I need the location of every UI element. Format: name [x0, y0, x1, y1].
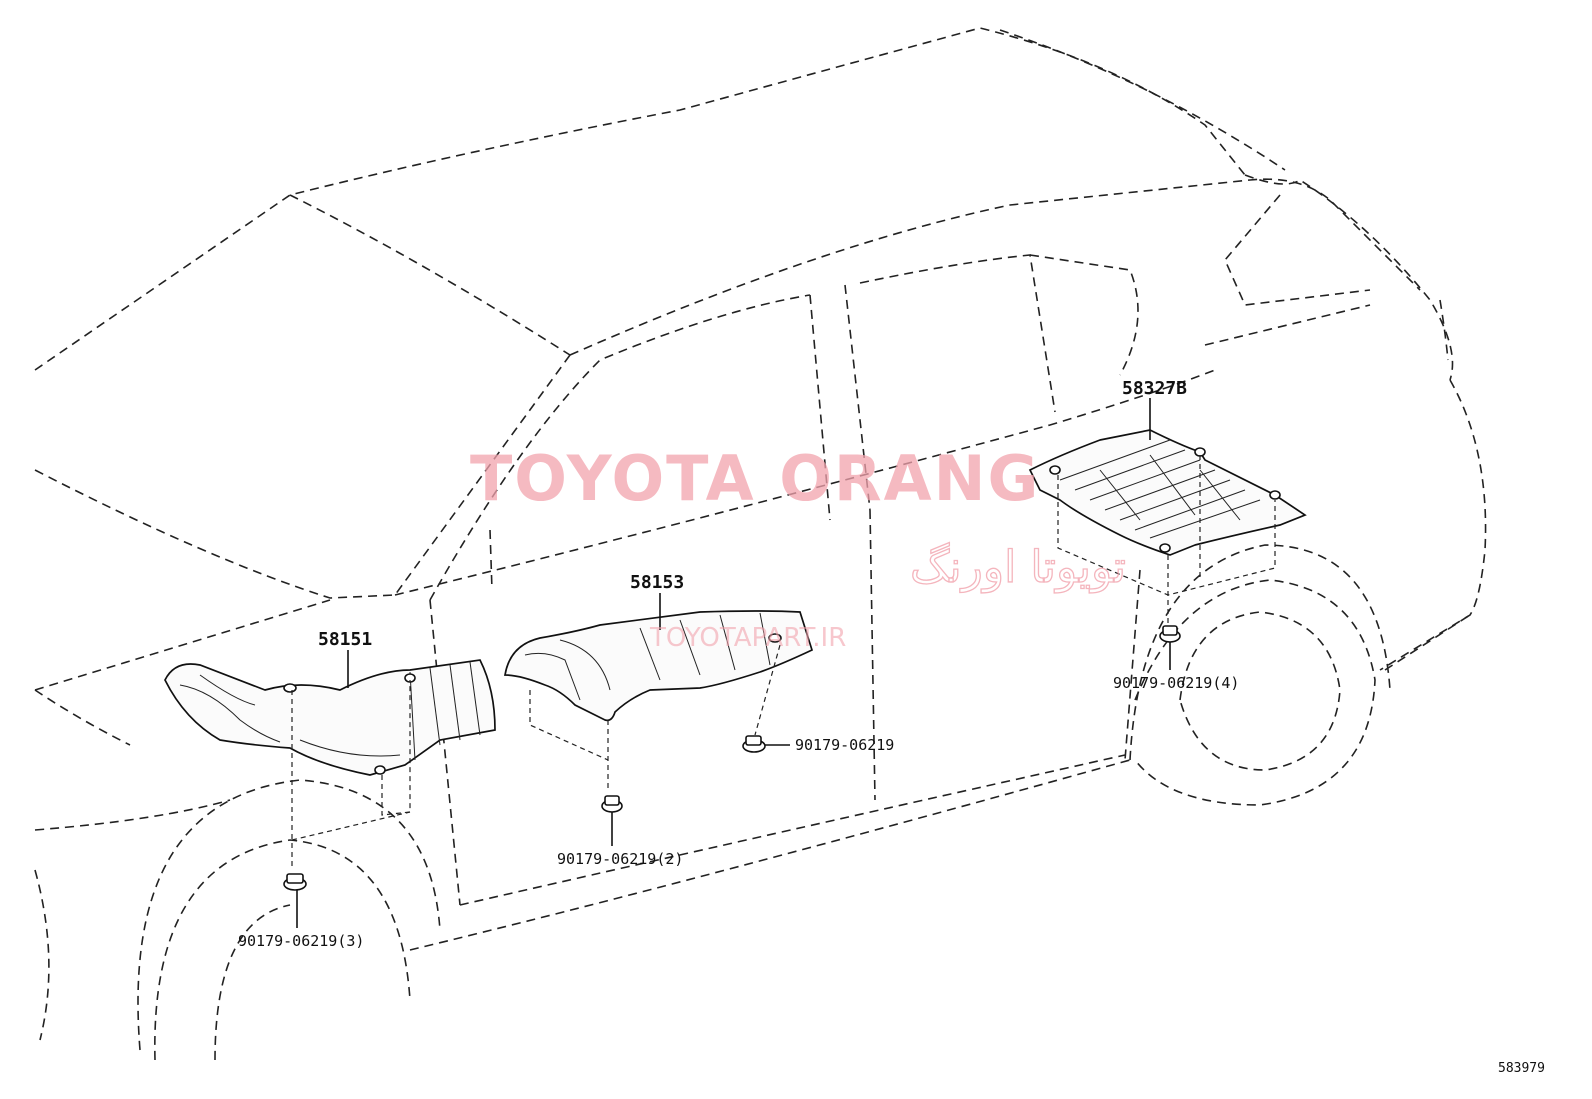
clip-nut-icon: [283, 873, 307, 891]
watermark-brand: TOYOTA ORANG: [470, 442, 1040, 515]
leader-lines: [296, 398, 1171, 928]
fastener-labels: 90179-06219(3) 90179-06219(2) 90179-0621…: [238, 674, 1239, 950]
watermark-url: TOYOTAPART.IR: [649, 623, 846, 653]
guide-lines: [291, 455, 1276, 870]
part-58327B-shape: [1028, 429, 1307, 556]
vehicle-outline: [34, 27, 1487, 1061]
part-58151-shape: [164, 659, 496, 776]
clip-nut-icon: [1159, 625, 1181, 643]
part-label-58151: 58151: [318, 629, 372, 650]
part-labels: 58151 58153 58327B: [318, 378, 1187, 650]
fastener-label-center-right: 90179-06219: [795, 736, 894, 754]
figure-number: 583979: [1498, 1061, 1545, 1076]
watermark: TOYOTA ORANG تویوتا اورنگ TOYOTAPART.IR: [470, 442, 1127, 653]
part-58153-shape: [503, 610, 814, 722]
clip-nut-icon: [742, 735, 766, 753]
fastener-label-front: 90179-06219(3): [238, 932, 364, 950]
watermark-brand-fa: تویوتا اورنگ: [910, 542, 1126, 593]
fastener-label-center: 90179-06219(2): [557, 850, 683, 868]
part-label-58327B: 58327B: [1122, 378, 1187, 399]
clip-nut-icon: [601, 795, 623, 813]
fastener-clips: [283, 625, 1181, 891]
part-label-58153: 58153: [630, 572, 684, 593]
fastener-label-rear: 90179-06219(4): [1113, 674, 1239, 692]
